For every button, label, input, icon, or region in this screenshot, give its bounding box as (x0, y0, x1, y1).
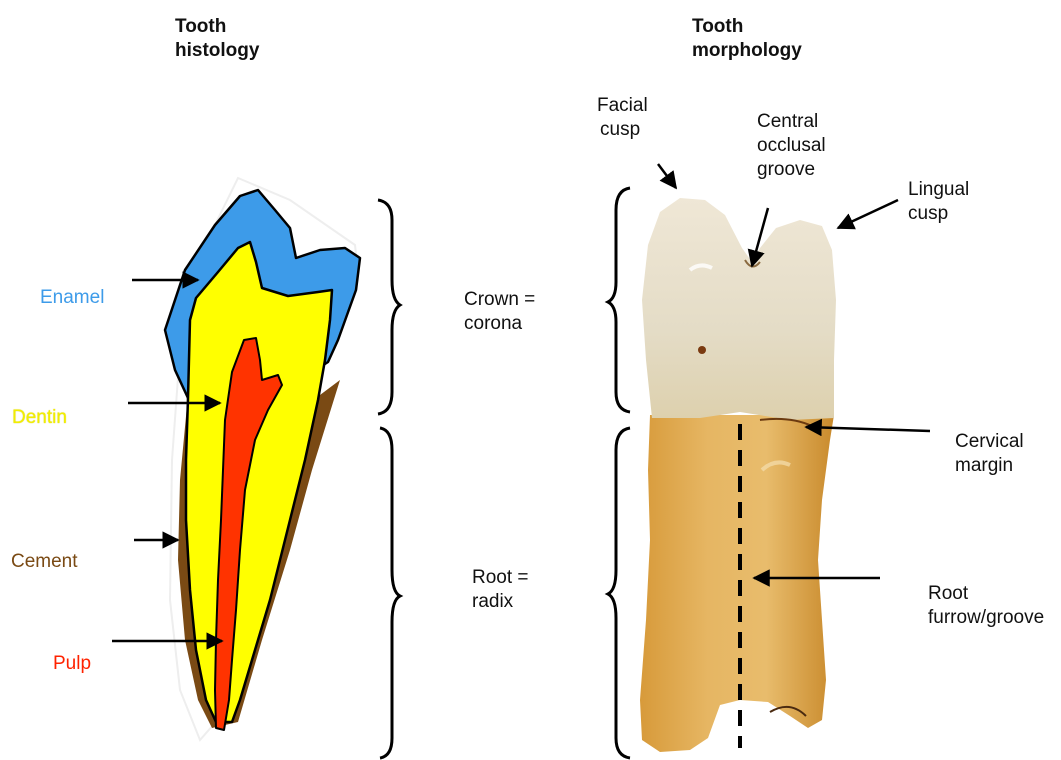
enamel-label: Enamel (40, 286, 104, 310)
cervical-margin-line1: Cervical (955, 430, 1024, 454)
histology-title-line2: histology (175, 39, 259, 63)
root-label: Root = radix (472, 566, 529, 614)
crown-label: Crown = corona (464, 288, 535, 336)
central-groove-line2: occlusal (757, 134, 826, 158)
root-label-line1: Root = (472, 566, 529, 590)
root-furrow-line1: Root (928, 582, 1044, 606)
cervical-margin-line2: margin (955, 454, 1024, 478)
lingual-cusp-label: Lingual cusp (908, 178, 969, 226)
central-groove-label: Central occlusal groove (757, 110, 826, 182)
crown-shape (642, 198, 836, 420)
root-furrow-line2: furrow/groove (928, 606, 1044, 630)
crown-label-line2: corona (464, 312, 535, 336)
facial-cusp-line2: cusp (597, 118, 648, 142)
central-groove-line3: groove (757, 158, 826, 182)
central-groove-line1: Central (757, 110, 826, 134)
morphology-title-line1: Tooth (692, 15, 802, 39)
morphology-title-line2: morphology (692, 39, 802, 63)
cervical-margin-label: Cervical margin (955, 430, 1024, 478)
morphology-tooth (640, 198, 836, 752)
root-label-line2: radix (472, 590, 529, 614)
crown-label-line1: Crown = (464, 288, 535, 312)
lingual-cusp-arrow (838, 200, 898, 228)
root-shape (640, 415, 834, 752)
crown-brace-right (378, 200, 400, 414)
root-furrow-label: Root furrow/groove (928, 582, 1044, 630)
morphology-title: Tooth morphology (692, 15, 802, 63)
root-brace-left (608, 428, 630, 758)
crown-brace-left (608, 188, 630, 412)
cement-label: Cement (11, 550, 78, 574)
facial-cusp-line1: Facial (597, 94, 648, 118)
root-brace-right (380, 428, 400, 758)
dentin-label: Dentin (12, 406, 67, 430)
histology-title: Tooth histology (175, 15, 259, 63)
histology-tooth (165, 178, 360, 740)
histology-title-line1: Tooth (175, 15, 259, 39)
facial-cusp-arrow (658, 164, 676, 188)
pulp-label: Pulp (53, 652, 91, 676)
lingual-cusp-line1: Lingual (908, 178, 969, 202)
lingual-cusp-line2: cusp (908, 202, 969, 226)
facial-cusp-label: Facial cusp (597, 94, 648, 142)
